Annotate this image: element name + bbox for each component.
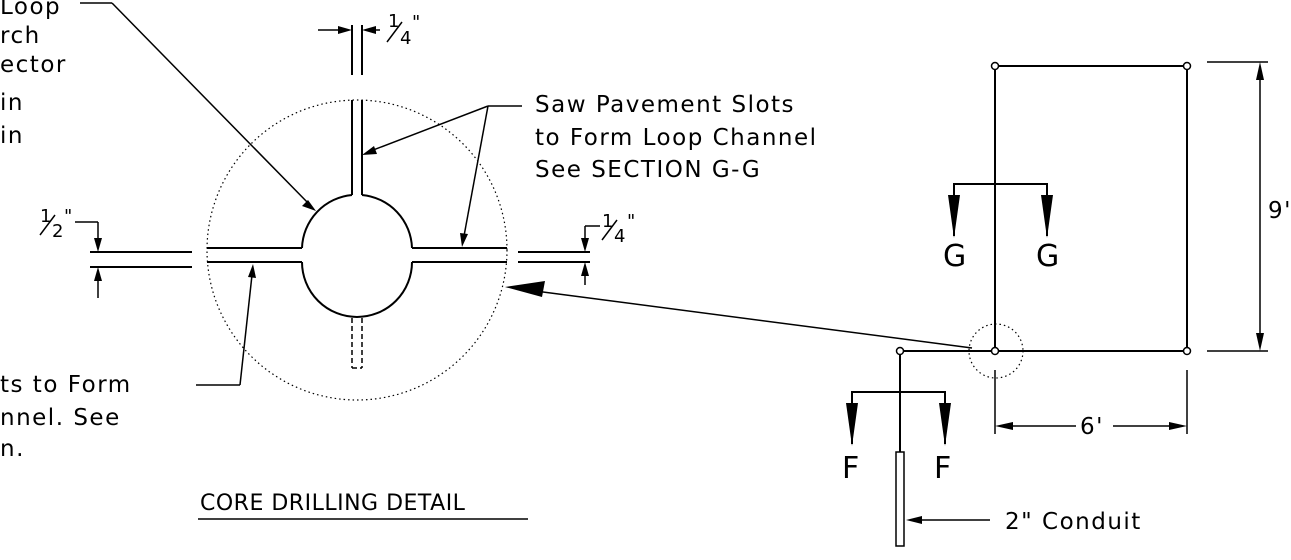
loop-note-line-4: in [0, 90, 24, 116]
loop-corner-node [990, 346, 1000, 356]
loop-height-dimension: 9' [1207, 61, 1291, 352]
saw-note-line-2: to Form Loop Channel [535, 125, 818, 151]
section-g-cut: G G [943, 183, 1059, 274]
saw-note-line-1: Saw Pavement Slots [535, 92, 795, 118]
loop-rectangle [994, 65, 1188, 352]
section-f-right-label: F [934, 451, 951, 486]
saw-pavement-note: Saw Pavement Slots to Form Loop Channel … [362, 92, 818, 247]
left-dim-denominator: 2 [52, 221, 63, 242]
loop-height-label: 9' [1268, 198, 1291, 224]
left-slot-dimension: 1 2 " [39, 206, 102, 298]
conduit [895, 451, 905, 547]
lead-in-wire [899, 350, 995, 452]
bottom-note-line-2: nnel. See [0, 405, 121, 431]
core-hole-outline [207, 100, 507, 318]
top-slot-outer [351, 25, 363, 75]
loop-corner-node [1182, 61, 1192, 71]
loop-corner-node [1182, 346, 1192, 356]
right-dim-inch-mark: " [627, 211, 635, 232]
right-slot-dimension: 1 4 " [581, 211, 635, 285]
loop-note-line-2: rch [0, 23, 41, 49]
left-dim-numerator: 1 [40, 206, 51, 227]
detail-reference-circle [968, 323, 1024, 379]
bottom-slot-dashed [351, 318, 363, 369]
section-f-cut: F F [842, 391, 951, 486]
loop-corner-node [990, 61, 1000, 71]
loop-note: Loop rch ector in in [0, 0, 316, 211]
core-drilling-detail: 1 4 " 1 2 " 1 4 " [0, 0, 818, 520]
top-slot-dimension: 1 4 " [318, 11, 420, 49]
conduit-callout: 2" Conduit [906, 509, 1142, 535]
bottom-slot-note: ts to Form nnel. See n. [0, 264, 256, 462]
left-slot-outer [90, 251, 192, 268]
saw-note-line-3: See SECTION G-G [535, 157, 761, 183]
section-f-left-label: F [842, 451, 859, 486]
loop-plan: G G F F 9' 6' [842, 61, 1291, 547]
right-dim-numerator: 1 [602, 211, 613, 232]
loop-note-line-5: in [0, 123, 24, 149]
top-dim-denominator: 4 [400, 28, 411, 49]
loop-width-label: 6' [1080, 414, 1104, 440]
top-dim-inch-mark: " [412, 12, 420, 33]
right-dim-denominator: 4 [614, 226, 625, 247]
section-g-left-label: G [943, 239, 966, 274]
loop-note-line-1: Loop [0, 0, 61, 20]
detail-callout-arrow [505, 281, 973, 349]
conduit-label: 2" Conduit [1005, 509, 1142, 535]
loop-note-line-3: ector [0, 52, 67, 78]
left-dim-inch-mark: " [64, 206, 72, 227]
lead-in-node [895, 346, 905, 356]
loop-width-dimension: 6' [994, 370, 1188, 440]
right-slot-outer [518, 251, 590, 263]
bottom-note-line-1: ts to Form [0, 372, 132, 398]
bottom-note-line-3: n. [0, 436, 25, 462]
top-dim-numerator: 1 [388, 11, 399, 32]
core-detail-title: CORE DRILLING DETAIL [200, 491, 466, 516]
core-dotted-circle [206, 99, 508, 401]
section-g-right-label: G [1036, 239, 1059, 274]
